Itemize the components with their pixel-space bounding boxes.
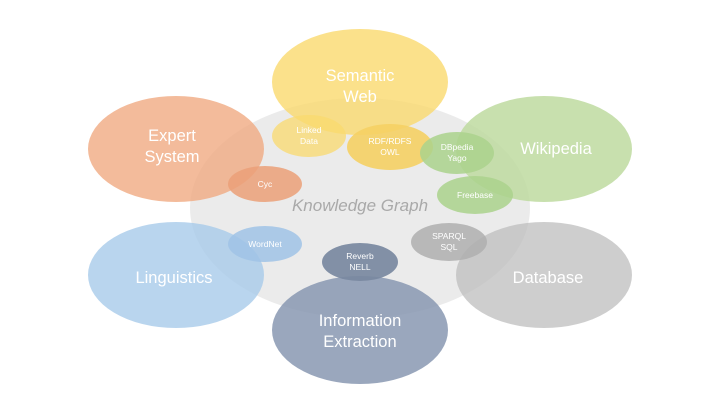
wordnet-label: WordNet — [248, 238, 282, 249]
knowledge-graph-label: Knowledge Graph — [291, 196, 429, 215]
expert-system-label: Expert System — [144, 127, 200, 166]
dbpedia-yago-ellipse: DBpedia Yago — [420, 132, 494, 174]
freebase-ellipse: Freebase — [437, 176, 513, 214]
wordnet-ellipse: WordNet — [228, 226, 302, 262]
information-extraction-ellipse: Information Extraction — [272, 276, 448, 384]
cyc-ellipse: Cyc — [228, 166, 302, 202]
information-extraction-label: Information Extraction — [318, 312, 402, 351]
freebase-label: Freebase — [457, 189, 493, 200]
linguistics-ellipse: Linguistics — [88, 222, 264, 328]
cyc-label: Cyc — [257, 178, 273, 189]
linked-data-ellipse: Linked Data — [272, 115, 346, 157]
rdf-rdfs-owl-ellipse: RDF/RDFS OWL — [347, 124, 433, 170]
wikipedia-label: Wikipedia — [520, 139, 592, 158]
reverb-nell-ellipse: Reverb NELL — [322, 243, 398, 281]
sparql-sql-label: SPARQL SQL — [432, 231, 466, 252]
linguistics-label: Linguistics — [135, 268, 213, 287]
semantic-web-label: Semantic Web — [325, 67, 395, 106]
rdf-rdfs-owl-label: RDF/RDFS OWL — [368, 136, 412, 157]
linked-data-label: Linked Data — [296, 125, 322, 146]
reverb-nell-label: Reverb NELL — [346, 251, 374, 272]
database-label: Database — [512, 268, 584, 287]
dbpedia-yago-label: DBpedia Yago — [440, 142, 474, 163]
sparql-sql-ellipse: SPARQL SQL — [411, 223, 487, 261]
